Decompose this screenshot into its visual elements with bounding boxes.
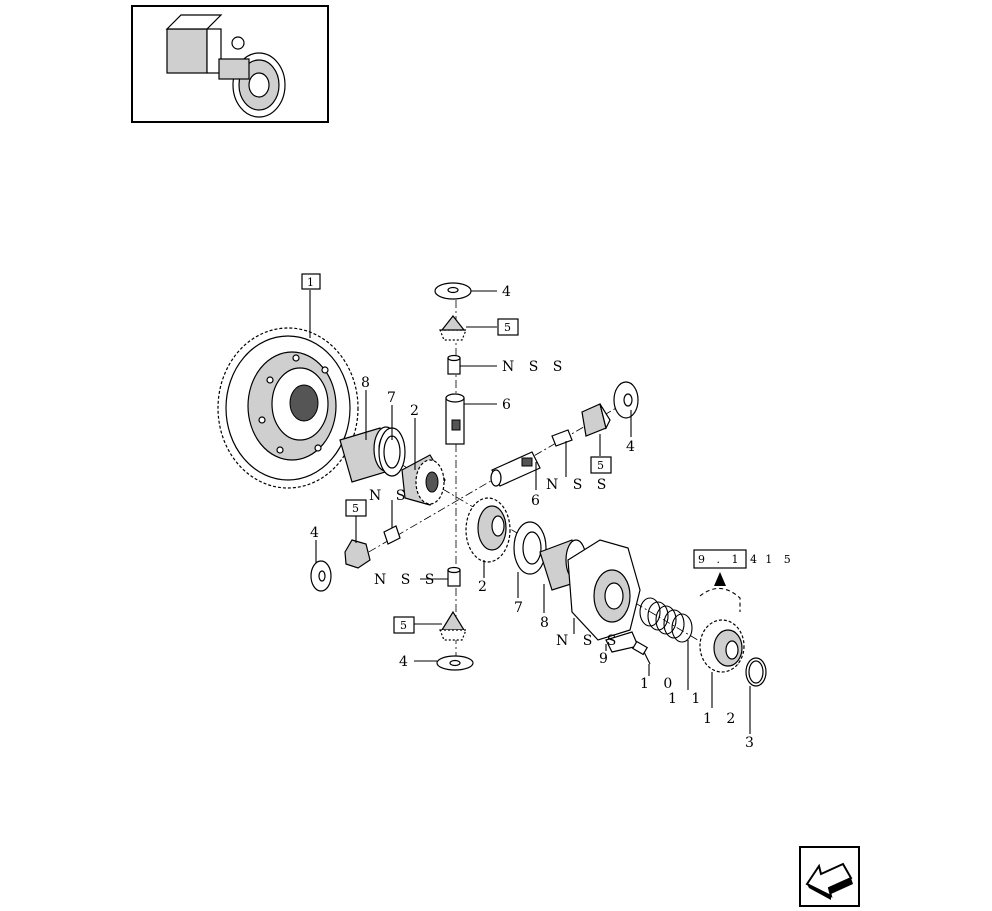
thumbnail-carrier — [218, 58, 250, 80]
leader-lines — [309, 290, 751, 734]
callout-2-low: 2 — [478, 579, 492, 595]
reference-box — [693, 549, 747, 569]
callout-8-low: 8 — [540, 615, 554, 631]
callout-box-5-left — [345, 499, 367, 517]
differential-housing — [567, 539, 641, 641]
side-gear-top — [401, 454, 446, 506]
coupling-sleeve — [699, 619, 745, 673]
callout-8-left: 8 — [361, 375, 375, 391]
callout-5-left: 5 — [352, 502, 359, 515]
snap-ring — [745, 657, 767, 687]
callout-box-5-bottom — [393, 616, 415, 634]
assembly-thumbnail — [131, 5, 329, 123]
bolt — [631, 640, 651, 665]
previous-page-button[interactable] — [799, 846, 860, 907]
callout-box-5-right — [590, 456, 612, 474]
callout-7-low: 7 — [514, 600, 528, 616]
pinion-right — [581, 403, 611, 437]
callout-6-mid: 6 — [531, 493, 545, 509]
thumbnail-housing-side — [206, 28, 222, 74]
callout-box-5-top — [497, 318, 519, 336]
washer-right — [613, 381, 639, 419]
callout-5-right: 5 — [597, 459, 604, 472]
callout-nss-left: N S — [369, 488, 410, 504]
washer-bottom — [436, 655, 474, 671]
thumbnail-ring-gear-bore — [248, 72, 270, 98]
callout-11: 1 1 — [668, 691, 705, 707]
pin-right — [551, 429, 573, 447]
callout-2-top: 2 — [410, 403, 424, 419]
pin-bottom — [447, 566, 461, 587]
reference-box-label: 9 . 1 4 — [698, 553, 761, 566]
callout-12: 1 2 — [703, 711, 740, 727]
callout-9: 9 — [599, 651, 613, 667]
washer-left — [310, 560, 332, 592]
thrust-washer-left — [378, 427, 406, 477]
callout-1: 1 — [307, 276, 314, 289]
callout-5-top: 5 — [504, 321, 511, 334]
callout-5-bottom: 5 — [400, 619, 407, 632]
thrust-washer-right — [513, 521, 547, 575]
reference-suffix: - 1 5 — [750, 553, 795, 566]
callout-nss-bottom: N S S — [556, 633, 621, 649]
thumbnail-drawing — [165, 14, 286, 118]
callout-nss-mid: N S S — [546, 477, 611, 493]
reference-arrow — [714, 572, 726, 586]
callout-3: 3 — [745, 735, 759, 751]
cross-shaft-vertical — [445, 393, 465, 445]
callout-nss-low: N S S — [374, 572, 439, 588]
callout-4-bottom: 4 — [399, 654, 413, 670]
thumbnail-housing-top — [165, 14, 223, 30]
callout-4-left: 4 — [310, 525, 324, 541]
callout-10: 1 0 — [640, 676, 677, 692]
thumbnail-housing — [166, 28, 208, 74]
callout-box-1 — [301, 273, 321, 290]
pinion-top — [439, 315, 467, 341]
callout-4-right: 4 — [626, 439, 640, 455]
callout-6-top: 6 — [502, 397, 516, 413]
callout-4-top: 4 — [502, 284, 516, 300]
pinion-left — [344, 539, 371, 569]
callout-nss-top: N S S — [502, 359, 567, 375]
callout-7-left: 7 — [387, 390, 401, 406]
thumbnail-pinion — [231, 36, 245, 50]
ring-gear — [217, 327, 359, 489]
back-arrow-icon — [805, 862, 853, 900]
spring — [639, 597, 693, 643]
pin-top — [447, 354, 461, 375]
diagonal-axis-line — [354, 399, 631, 561]
side-gear-bottom — [465, 497, 511, 563]
washer-top — [434, 282, 472, 300]
cross-shaft-diagonal — [490, 451, 541, 487]
pinion-bottom — [439, 610, 467, 641]
reference-arc — [699, 587, 741, 612]
